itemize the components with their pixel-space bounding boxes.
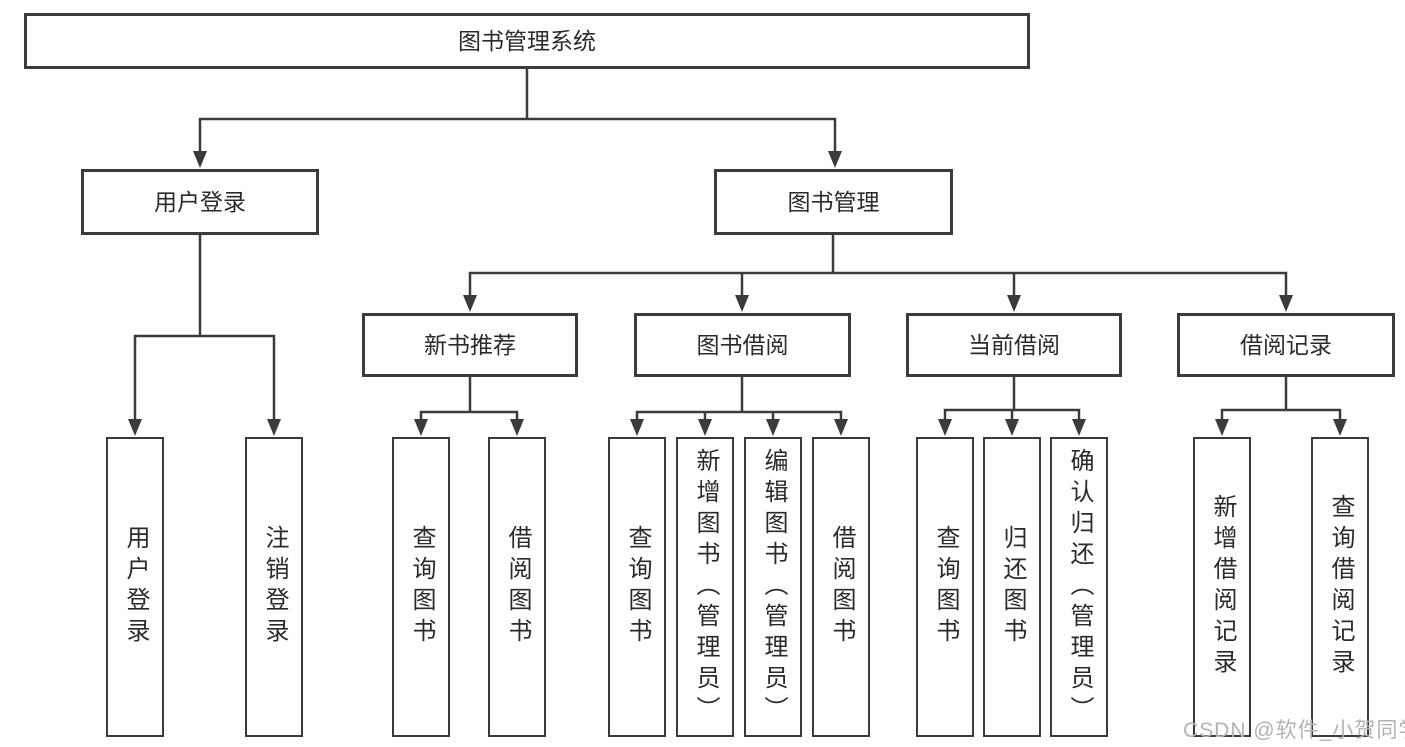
arrowhead <box>834 419 848 436</box>
node-new-book-recommend: 新书推荐 <box>362 313 578 377</box>
leaf-query-borrow-record: 查询借阅记录 <box>1311 437 1369 737</box>
arrowhead <box>1279 295 1293 312</box>
node-book-management: 图书管理 <box>714 169 953 235</box>
arrowhead <box>267 419 281 436</box>
arrowhead <box>1007 295 1021 312</box>
leaf-query-books-current: 查询图书 <box>916 437 974 737</box>
node-borrowing-records: 借阅记录 <box>1177 313 1395 377</box>
arrowhead <box>510 419 524 436</box>
connector-borrowing-records-subtree <box>1220 375 1342 423</box>
connector-current-borrowing-subtree <box>943 375 1081 423</box>
connector-book-mgmt-to-level3 <box>468 233 1288 299</box>
arrowhead <box>1072 419 1086 436</box>
watermark-text: CSDN @软件_小贺同学 <box>1183 719 1405 742</box>
leaf-logout: 注销登录 <box>245 437 303 737</box>
arrowhead <box>938 419 952 436</box>
leaf-confirm-return-admin: 确认归还（管理员） <box>1050 437 1108 737</box>
leaf-borrow-books-recommend: 借阅图书 <box>488 437 546 737</box>
arrowhead <box>766 419 780 436</box>
arrowhead <box>828 151 842 168</box>
arrowhead <box>1333 419 1347 436</box>
leaf-return-books: 归还图书 <box>983 437 1041 737</box>
connector-new-book-subtree <box>419 375 519 423</box>
leaf-borrow-books-borrowing: 借阅图书 <box>812 437 870 737</box>
arrowhead <box>698 419 712 436</box>
leaf-query-books-recommend: 查询图书 <box>392 437 450 737</box>
arrowhead <box>193 151 207 168</box>
leaf-add-borrow-record: 新增借阅记录 <box>1193 437 1251 737</box>
node-root: 图书管理系统 <box>24 13 1030 69</box>
leaf-edit-books-admin: 编辑图书（管理员） <box>744 437 802 737</box>
arrowhead <box>128 419 142 436</box>
arrowhead <box>735 295 749 312</box>
leaf-add-books-admin: 新增图书（管理员） <box>676 437 734 737</box>
arrowheads <box>128 151 1347 436</box>
connector-user-login-subtree <box>133 233 276 423</box>
arrowhead <box>1215 419 1229 436</box>
leaf-query-books-borrowing: 查询图书 <box>608 437 666 737</box>
node-current-borrowing: 当前借阅 <box>906 313 1122 377</box>
leaf-user-login: 用户登录 <box>106 437 164 737</box>
connector-book-borrowing-subtree <box>635 375 843 423</box>
connector-paths <box>133 67 1342 423</box>
connector-root-to-level2 <box>198 67 837 155</box>
arrowhead <box>630 419 644 436</box>
arrowhead <box>1005 419 1019 436</box>
arrowhead <box>414 419 428 436</box>
node-user-login: 用户登录 <box>81 169 319 235</box>
node-book-borrowing: 图书借阅 <box>634 313 851 377</box>
arrowhead <box>463 295 477 312</box>
